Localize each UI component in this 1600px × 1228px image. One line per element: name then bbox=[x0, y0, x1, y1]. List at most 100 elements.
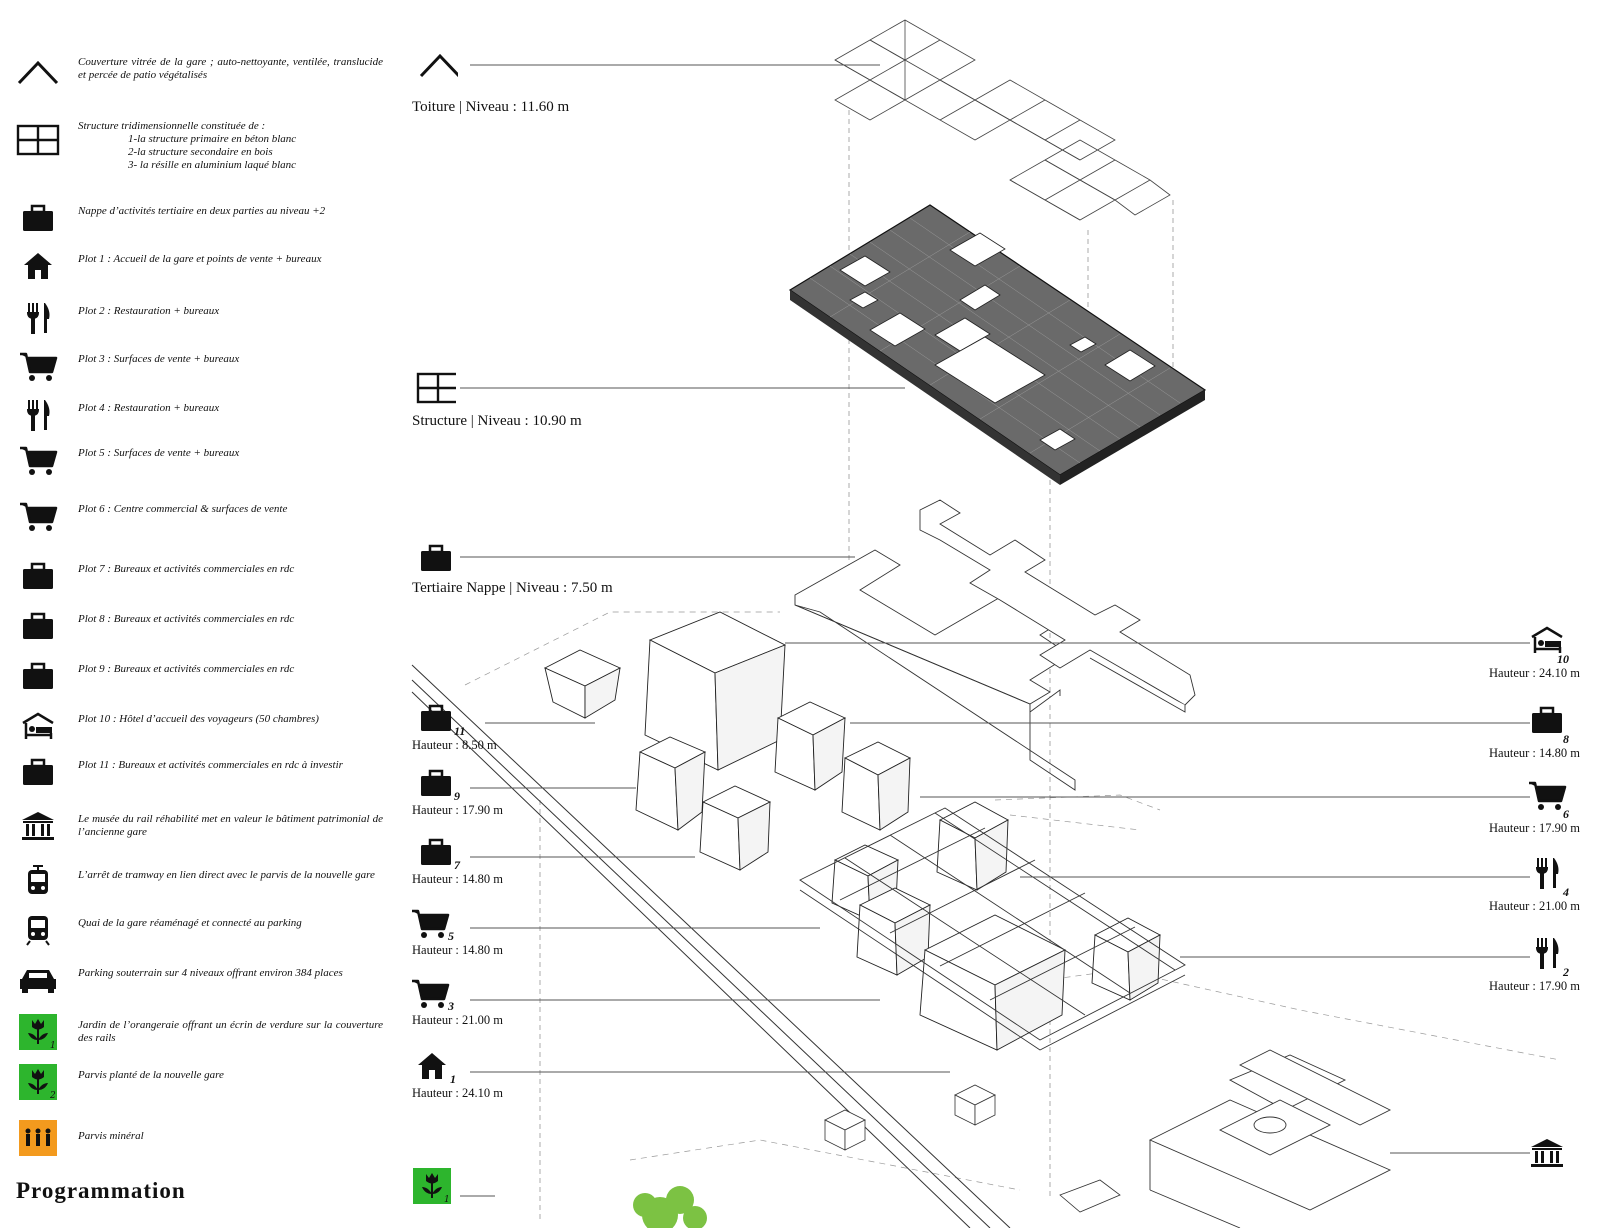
roof-lattice bbox=[834, 19, 1171, 221]
legend-item: Couverture vitrée de la gare ; auto-nett… bbox=[0, 52, 390, 92]
briefcase-icon bbox=[416, 700, 456, 736]
legend-item: Plot 1 : Accueil de la gare et points de… bbox=[0, 246, 390, 286]
level-label-tertiary: Tertiaire Nappe | Niveau : 7.50 m bbox=[412, 580, 613, 596]
tram-icon bbox=[14, 862, 62, 902]
legend-text-rest: en deux parties au niveau +2 bbox=[193, 205, 326, 217]
plot-number: 10 bbox=[1557, 652, 1569, 666]
fork-knife-icon bbox=[14, 298, 62, 338]
legend-text: Parking souterrain sur 4 niveaux offrant… bbox=[78, 967, 343, 979]
cart-icon bbox=[14, 346, 62, 386]
tower-11 bbox=[543, 649, 622, 719]
legend-item: Plot 8 : Bureaux et activités commercial… bbox=[0, 606, 390, 646]
legend-item: Parking souterrain sur 4 niveaux offrant… bbox=[0, 960, 390, 1000]
briefcase-icon bbox=[416, 765, 456, 801]
tower-9 bbox=[635, 736, 707, 831]
legend-item: Plot 6 : Centre commercial & surfaces de… bbox=[0, 496, 390, 536]
museum-building bbox=[1148, 1049, 1392, 1228]
legend-item: Parvis minéral bbox=[0, 1118, 390, 1158]
plot-height: Hauteur : 21.00 m bbox=[1489, 899, 1580, 913]
house-icon bbox=[412, 1048, 452, 1084]
briefcase-icon bbox=[14, 752, 62, 792]
legend-text: Plot 2 : Restauration + bureaux bbox=[78, 305, 220, 317]
plot-height: Hauteur : 24.10 m bbox=[412, 1086, 503, 1100]
museum-icon bbox=[14, 806, 62, 846]
legend-text: Plot 8 : Bureaux et activités commercial… bbox=[78, 613, 295, 625]
level-label-structure: Structure | Niveau : 10.90 m bbox=[412, 413, 582, 429]
house-icon bbox=[14, 246, 62, 286]
legend-item: Plot 9 : Bureaux et activités commercial… bbox=[0, 656, 390, 696]
cart-icon bbox=[410, 905, 450, 941]
legend-item: Le musée du rail réhabilité met en valeu… bbox=[0, 806, 390, 846]
rail-lines bbox=[411, 664, 1011, 1228]
plot-number: 11 bbox=[454, 724, 466, 738]
legend-text: Plot 1 : Accueil de la gare et points de… bbox=[78, 253, 322, 265]
plot-number: 4 bbox=[1563, 885, 1569, 899]
legend-sub-1: 1-la structure primaire en béton blanc bbox=[128, 133, 297, 145]
tower-6 bbox=[841, 741, 911, 831]
people-plaza-icon bbox=[14, 1118, 62, 1158]
towers bbox=[543, 611, 1161, 1051]
plot-number: 6 bbox=[1563, 807, 1569, 821]
plot-height: Hauteur : 17.90 m bbox=[412, 803, 503, 817]
legend-text: Structure tridimensionnelle constituée d… bbox=[78, 120, 383, 172]
plot-height: Hauteur : 24.10 m bbox=[1489, 666, 1580, 680]
plot-number: 2 bbox=[1563, 965, 1569, 979]
legend-text: Nappe d’activités tertiaire en deux part… bbox=[78, 205, 383, 218]
plot-number: 5 bbox=[448, 929, 454, 943]
roof-icon bbox=[14, 52, 62, 92]
garden-1-icon: 1 bbox=[412, 1168, 452, 1204]
legend-text: Plot 6 : Centre commercial & surfaces de… bbox=[78, 503, 288, 515]
tower-10 bbox=[644, 611, 787, 771]
briefcase-icon bbox=[14, 198, 62, 238]
structure-slab bbox=[788, 204, 1207, 485]
fork-knife-icon bbox=[1527, 935, 1567, 971]
cart-icon bbox=[410, 975, 450, 1011]
legend-item: L’arrêt de tramway en lien direct avec l… bbox=[0, 862, 390, 902]
plot-height: Hauteur : 14.80 m bbox=[1489, 746, 1580, 760]
briefcase-icon bbox=[14, 556, 62, 596]
train-icon bbox=[14, 910, 62, 950]
tower-7 bbox=[699, 785, 772, 871]
ground-outline bbox=[464, 611, 1561, 1191]
structure-grid-icon bbox=[14, 120, 62, 160]
briefcase-icon bbox=[416, 540, 456, 576]
legend-text: Plot 4 : Restauration + bureaux bbox=[78, 402, 220, 414]
cart-icon bbox=[1527, 777, 1567, 813]
legend-item: Plot 10 : Hôtel d’accueil des voyageurs … bbox=[0, 706, 390, 746]
briefcase-icon bbox=[1527, 702, 1567, 738]
legend-item: Plot 7 : Bureaux et activités commercial… bbox=[0, 556, 390, 596]
structure-grid-icon bbox=[416, 370, 456, 406]
plot-height: Hauteur : 8.50 m bbox=[412, 738, 497, 752]
legend-item: Structure tridimensionnelle constituée d… bbox=[0, 118, 390, 178]
legend-text: Parvis minéral bbox=[78, 1130, 144, 1142]
tower-2 bbox=[1091, 917, 1161, 1001]
museum-icon bbox=[1527, 1135, 1567, 1171]
plot-height: Hauteur : 14.80 m bbox=[412, 872, 503, 886]
legend-text: Plot 11 : Bureaux et activités commercia… bbox=[78, 759, 343, 771]
leader-lines bbox=[460, 64, 1530, 1197]
tower-8 bbox=[774, 701, 847, 791]
ground-boxes bbox=[824, 1084, 1121, 1213]
tower-1 bbox=[919, 914, 1067, 1051]
roof-icon bbox=[418, 47, 458, 83]
tower-4 bbox=[936, 801, 1009, 891]
cart-icon bbox=[14, 496, 62, 536]
plot-height: Hauteur : 21.00 m bbox=[412, 1013, 503, 1027]
garden-1-icon: 1 bbox=[14, 1012, 62, 1052]
legend-text: Plot 3 : Surfaces de vente + bureaux bbox=[78, 353, 240, 365]
hotel-bed-icon bbox=[14, 706, 62, 746]
legend-item: Plot 2 : Restauration + bureaux bbox=[0, 298, 390, 338]
fork-knife-icon bbox=[1527, 855, 1567, 891]
garden-2-icon: 2 bbox=[14, 1062, 62, 1102]
plot-height: Hauteur : 17.90 m bbox=[1489, 979, 1580, 993]
legend-text: L’arrêt de tramway en lien direct avec l… bbox=[78, 869, 375, 881]
svg-text:1: 1 bbox=[50, 1041, 56, 1050]
legend-sub-2: 2-la structure secondaire en bois bbox=[128, 146, 273, 158]
legend-text: Plot 9 : Bureaux et activités commercial… bbox=[78, 663, 295, 675]
legend-text: Le musée du rail réhabilité met en valeu… bbox=[78, 813, 383, 839]
legend-text: Couverture vitrée de la gare ; auto-nett… bbox=[78, 56, 383, 81]
briefcase-icon bbox=[416, 834, 456, 870]
plot-number: 3 bbox=[448, 999, 454, 1013]
